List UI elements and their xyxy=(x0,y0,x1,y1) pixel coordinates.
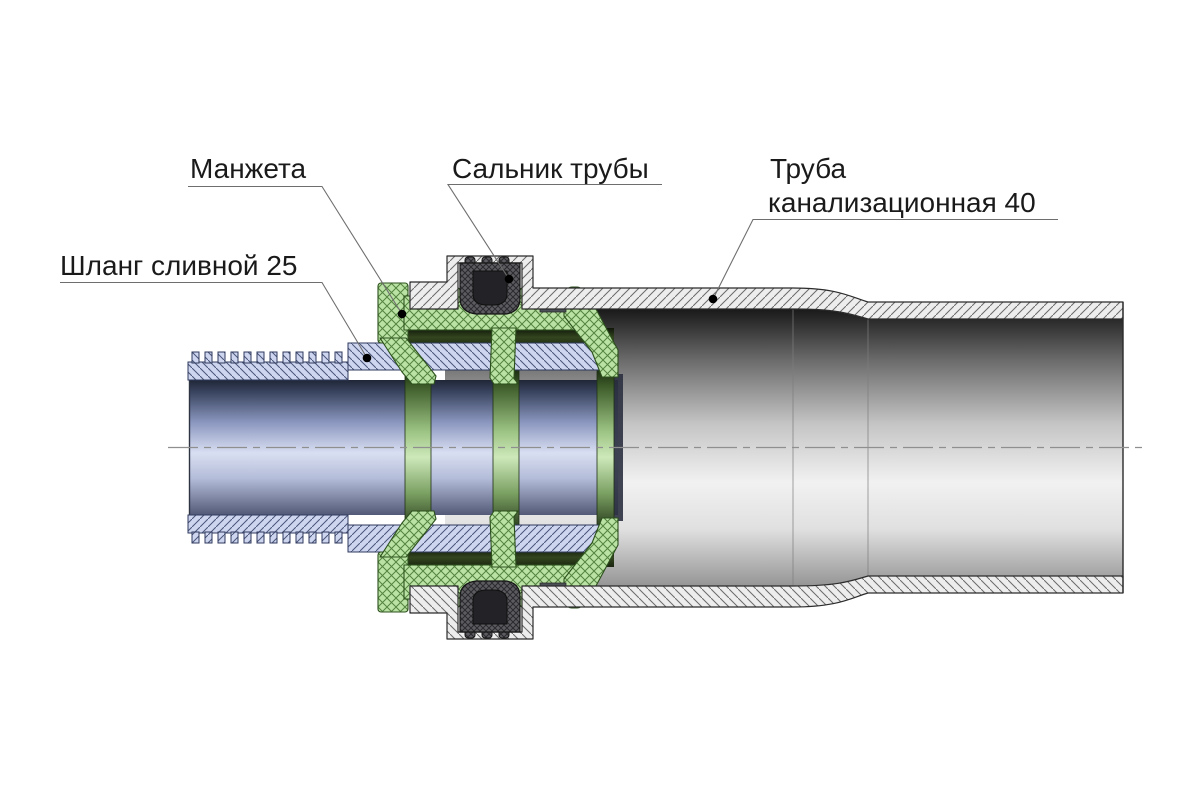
label-pipe-line2: канализационная 40 xyxy=(768,187,1036,218)
leader-dot-gland xyxy=(504,274,514,284)
cuff-leg-left xyxy=(379,337,437,385)
leader-pipe xyxy=(712,218,1058,300)
hose-ribbed-wall xyxy=(187,361,349,381)
callout-leaders xyxy=(60,183,1058,359)
section-upper-half xyxy=(187,255,1124,385)
leader-dots xyxy=(362,274,718,363)
label-cuff: Манжета xyxy=(190,153,307,184)
gland-seal xyxy=(459,256,521,315)
hose-corrugation-teeth xyxy=(191,351,343,364)
label-gland: Сальник трубы xyxy=(452,153,649,184)
leader-dot-cuff xyxy=(397,309,407,319)
gland-cavity xyxy=(472,270,508,306)
leader-cuff xyxy=(188,185,403,315)
label-pipe-line1: Труба xyxy=(770,153,846,184)
cuff-leg-middle xyxy=(489,327,519,385)
leader-dot-hose xyxy=(362,353,372,363)
label-hose: Шланг сливной 25 xyxy=(60,250,297,281)
cuff-seal-rings xyxy=(404,365,615,530)
leader-dot-pipe xyxy=(708,294,718,304)
leader-gland xyxy=(446,183,662,280)
leader-hose xyxy=(60,281,368,359)
